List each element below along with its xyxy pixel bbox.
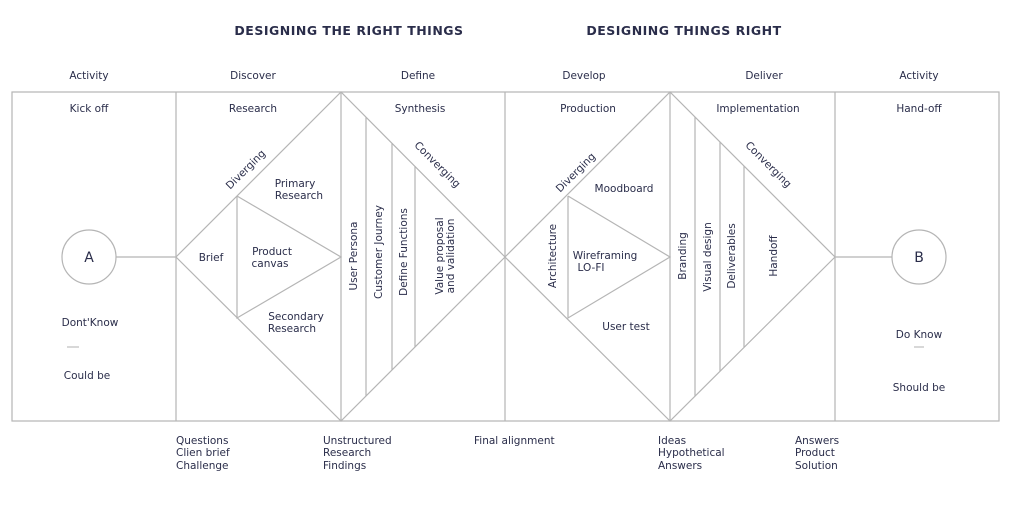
start-state-could-be: Could be bbox=[64, 370, 110, 382]
end-state-should-be: Should be bbox=[893, 382, 945, 394]
diamond-1-diverging-label: Diverging bbox=[224, 148, 268, 192]
note-ideas-line2: Hypothetical bbox=[658, 447, 725, 459]
synthesis-customer-journey: Customer Journey bbox=[373, 205, 385, 299]
note-answers-line3: Solution bbox=[795, 460, 838, 472]
synthesis-define-functions: Define Functions bbox=[398, 208, 410, 296]
synthesis-value-proposal-line1: Value proposal bbox=[434, 217, 446, 294]
diamond-1-primary-research-line1: Primary bbox=[275, 178, 316, 190]
note-answers-line2: Product bbox=[795, 447, 835, 459]
diamond-2-diverging-label: Diverging bbox=[554, 151, 598, 195]
diamond-2-wireframing-line1: Wireframing bbox=[573, 250, 638, 262]
activity-implementation: Implementation bbox=[716, 103, 799, 115]
diamond-1-product-canvas-line2: canvas bbox=[252, 258, 289, 270]
diamond-2-outline bbox=[504, 91, 836, 422]
diamond-2-inner-triangle bbox=[567, 195, 672, 320]
activity-hand-off: Hand-off bbox=[896, 103, 942, 115]
activity-synthesis: Synthesis bbox=[395, 103, 446, 115]
diamond-2-wireframing-line2: LO-FI bbox=[578, 262, 605, 274]
end-state-do-know: Do Know bbox=[896, 329, 943, 341]
diamond-1-converging-label: Converging bbox=[412, 139, 463, 190]
note-answers-line1: Answers bbox=[795, 435, 839, 447]
header-designing-right-things: DESIGNING THE RIGHT THINGS bbox=[234, 23, 463, 38]
diamond-1-secondary-research-line2: Research bbox=[268, 323, 316, 335]
phase-label-activity-end: Activity bbox=[899, 70, 938, 82]
note-final-alignment: Final alignment bbox=[474, 435, 555, 447]
synthesis-user-persona: User Persona bbox=[348, 222, 360, 291]
diamond-1-brief: Brief bbox=[199, 252, 224, 264]
note-questions-line3: Challenge bbox=[176, 460, 229, 472]
diamond-2-architecture: Architecture bbox=[547, 224, 559, 288]
note-questions-line1: Questions bbox=[176, 435, 228, 447]
delivery-visual-design: Visual design bbox=[702, 222, 714, 292]
diamond-2-converging-label: Converging bbox=[743, 139, 794, 190]
phase-label-discover: Discover bbox=[230, 70, 276, 82]
synthesis-value-proposal-line2: and validation bbox=[445, 219, 457, 294]
start-state-dont-know: Dont'Know bbox=[62, 317, 119, 329]
activity-kick-off: Kick off bbox=[70, 103, 109, 115]
diamond-2-user-test: User test bbox=[602, 321, 649, 333]
delivery-branding: Branding bbox=[677, 232, 689, 280]
note-questions-line2: Clien brief bbox=[176, 447, 230, 459]
diamond-2-moodboard: Moodboard bbox=[595, 183, 654, 195]
note-ideas-line3: Answers bbox=[658, 460, 702, 472]
note-unstructured-line2: Research bbox=[323, 447, 371, 459]
header-designing-things-right: DESIGNING THINGS RIGHT bbox=[586, 23, 781, 38]
activity-research: Research bbox=[229, 103, 277, 115]
phase-label-deliver: Deliver bbox=[745, 70, 783, 82]
delivery-deliverables: Deliverables bbox=[726, 223, 738, 288]
end-node-letter: B bbox=[914, 250, 924, 266]
note-unstructured-line1: Unstructured bbox=[323, 435, 392, 447]
phase-label-develop: Develop bbox=[562, 70, 606, 82]
diamond-1-secondary-research-line1: Secondary bbox=[268, 311, 324, 323]
phase-label-activity-start: Activity bbox=[69, 70, 108, 82]
delivery-handoff: Handoff bbox=[768, 235, 780, 277]
diamond-1-primary-research-line2: Research bbox=[275, 190, 323, 202]
diamond-1-product-canvas-line1: Product bbox=[252, 246, 292, 258]
start-node-letter: A bbox=[84, 250, 94, 266]
note-unstructured-line3: Findings bbox=[323, 460, 366, 472]
diamond-1-inner-triangle bbox=[236, 195, 343, 320]
activity-production: Production bbox=[560, 103, 616, 115]
phase-label-define: Define bbox=[401, 70, 435, 82]
note-ideas-line1: Ideas bbox=[658, 435, 686, 447]
